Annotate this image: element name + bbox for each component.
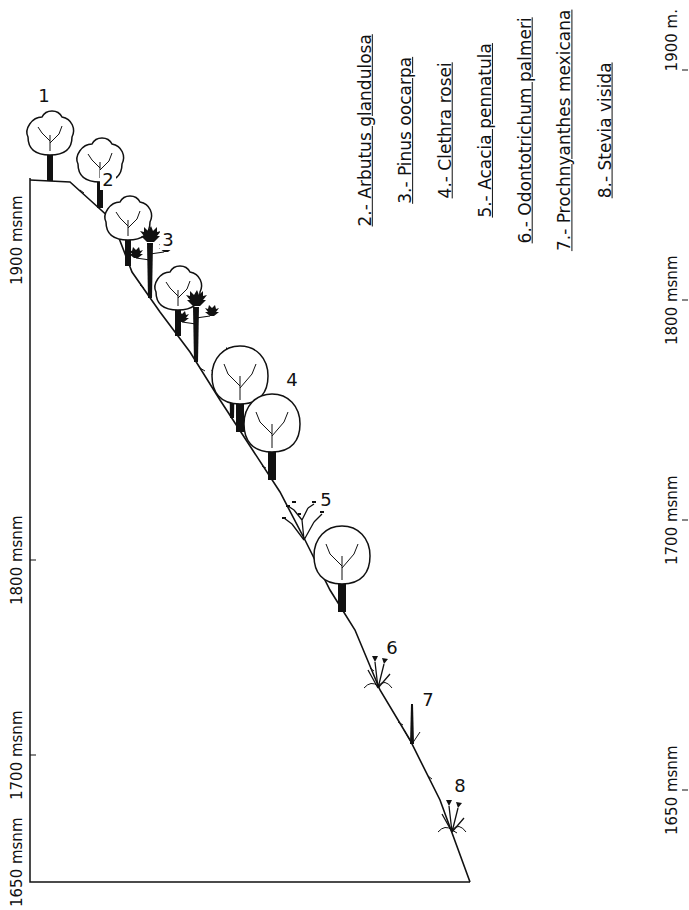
species-entry: 2.- Arbutus glandulosa — [356, 32, 375, 228]
elevation-label: 1800 msnm — [664, 253, 681, 347]
callout-number: 4 — [284, 370, 299, 390]
elevation-label: 1900 m. — [664, 7, 681, 73]
species-entry: 7.- Prochnyanthes mexicana — [556, 7, 575, 253]
callout-number: 6 — [384, 638, 399, 658]
species-entry: 6.- Odontotrichum palmeri — [516, 15, 535, 245]
callout-number: 3 — [160, 230, 175, 250]
callout-number: 2 — [100, 170, 115, 190]
species-entry: 5.- Acacia pennatula — [476, 41, 495, 220]
elevation-label: 1800 msnm — [9, 513, 26, 607]
species-entry: 8.- Stevia visida — [596, 60, 615, 200]
elevation-label: 1700 msnm — [9, 708, 26, 802]
elevation-label: 1900 msnm — [9, 193, 26, 287]
elevation-label: 1650 msnm — [9, 815, 26, 909]
callout-number: 8 — [452, 776, 467, 796]
callout-number: 7 — [420, 690, 435, 710]
elevation-label: 1700 msnm — [664, 473, 681, 567]
species-entry: 3.- Pinus oocarpa — [396, 55, 415, 206]
species-entry: 4.- Clethra rosei — [436, 60, 455, 200]
elevation-label: 1650 msnm — [664, 743, 681, 837]
callout-number: 1 — [36, 86, 51, 106]
callout-number: 5 — [318, 490, 333, 510]
